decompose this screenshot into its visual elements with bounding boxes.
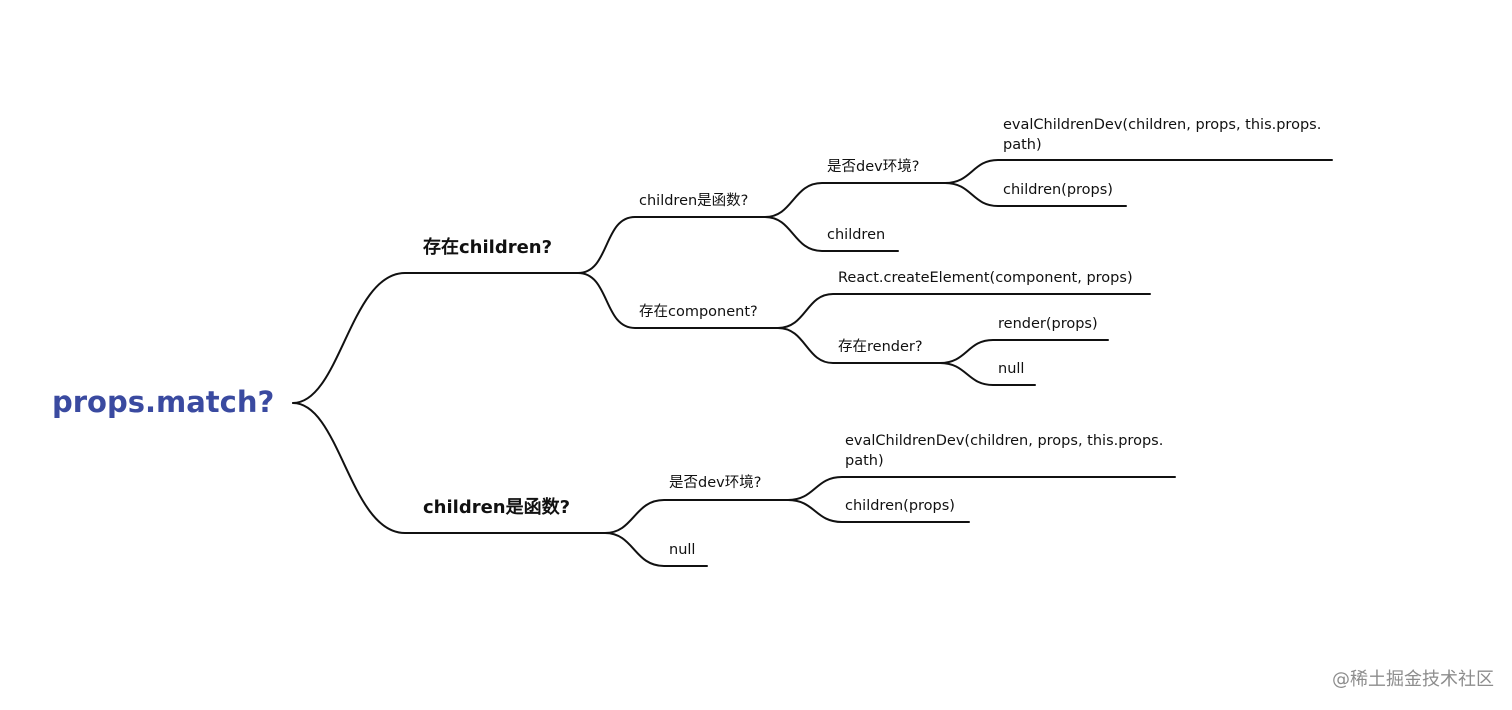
edge-root-to-children-is-function [292,402,606,534]
node-has-render: 存在render? [838,339,923,355]
root-node-props-match: props.match? [52,385,275,419]
edge-has-component-to-has-render [777,327,941,364]
node-lower-null: null [669,542,696,558]
edge-root-to-has-children [292,272,579,404]
node-eval-dev: evalChildrenDev(children, props, this.pr… [1003,117,1322,153]
watermark: @稀土掘金技术社区 [1332,669,1494,690]
node-is-dev-env: 是否dev环境? [827,159,920,175]
node-children-props: children(props) [1003,182,1113,198]
edge-has-component-to-create-element [777,293,1151,329]
node-has-children: 存在children? [423,237,553,258]
node-render-props: render(props) [998,316,1098,332]
edge-lower-children-is-function-to-null [604,532,708,567]
edge-lower-children-is-function-to-is-dev-env [604,499,789,534]
node-children: children [827,227,886,243]
edge-has-children-to-has-component [577,272,779,329]
edge-has-render-to-render-props [939,339,1109,364]
node-children-is-function: children是函数? [639,193,749,209]
edge-is-dev-env-to-children-props [944,182,1127,207]
edge-lower-is-dev-env-to-eval-dev [787,476,1176,501]
node-render-null: null [998,361,1025,377]
edge-is-dev-env-to-eval-dev [944,159,1333,184]
node-lower-eval-dev: evalChildrenDev(children, props, this.pr… [845,433,1164,469]
node-lower-is-dev-env: 是否dev环境? [669,475,762,491]
edge-children-is-function-to-is-dev-env [764,182,946,218]
node-lower-children-props: children(props) [845,498,955,514]
node-lower-children-is-function: children是函数? [423,497,571,518]
edge-children-is-function-to-children [764,216,899,252]
edge-has-children-to-children-is-function [577,216,766,274]
edge-has-render-to-null [939,362,1036,386]
edge-lower-is-dev-env-to-children-props [787,499,970,523]
node-has-component: 存在component? [639,304,758,320]
node-create-element: React.createElement(component, props) [838,270,1133,286]
